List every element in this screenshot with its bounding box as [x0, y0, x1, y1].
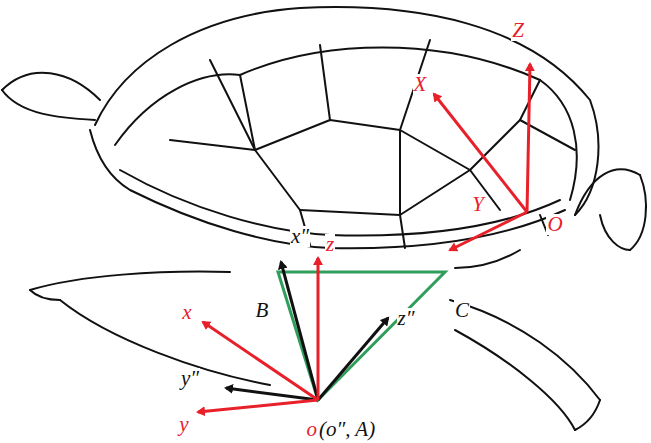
axis-label: X [413, 74, 428, 95]
axis-label: x [181, 302, 192, 323]
origin-label: O [546, 214, 563, 235]
vertex-label: B [255, 300, 270, 321]
axis-label: Y [471, 194, 485, 215]
origin-label: (o″, A) [318, 419, 376, 440]
vertex-label: C [454, 300, 470, 321]
axis-label: z″ [397, 308, 416, 329]
axis-label: z [325, 234, 335, 255]
axis-label: y [178, 414, 189, 435]
origin-label: o [306, 419, 319, 440]
axis-label: y″ [180, 368, 200, 389]
axis-label: x″ [290, 226, 310, 247]
axis-label: Z [511, 20, 525, 41]
